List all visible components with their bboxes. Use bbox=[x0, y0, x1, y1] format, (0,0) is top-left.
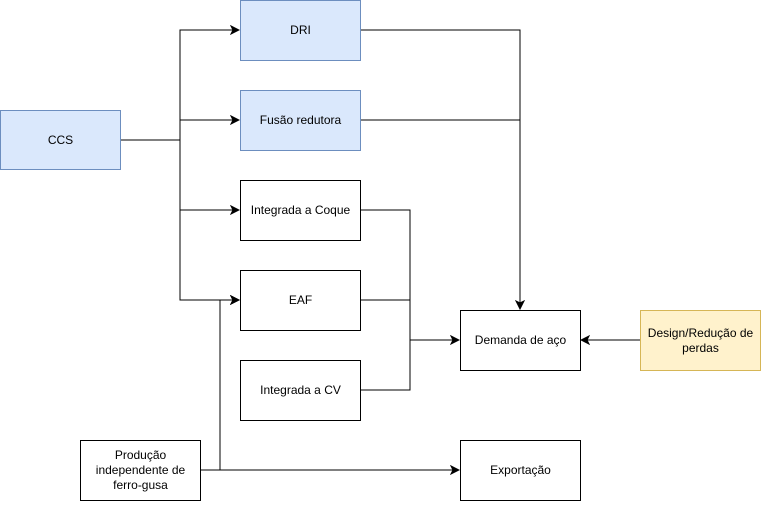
node-eaf-label: EAF bbox=[288, 293, 313, 307]
node-demanda-aco[interactable]: Demanda de aço bbox=[460, 310, 581, 371]
node-eaf[interactable]: EAF bbox=[240, 270, 361, 331]
node-integrada-cv-label: Integrada a CV bbox=[260, 383, 341, 397]
node-producao-ferro-gusa-label: Produção independente de ferro-gusa bbox=[95, 448, 186, 492]
node-fusao-redutora-label: Fusão redutora bbox=[259, 113, 342, 127]
edge-producao-eaf bbox=[200, 300, 239, 471]
edge-ccs-coque bbox=[179, 140, 239, 210]
edge-ccs-dri bbox=[179, 30, 239, 140]
node-demanda-aco-label: Demanda de aço bbox=[474, 333, 567, 347]
node-integrada-coque[interactable]: Integrada a Coque bbox=[240, 180, 361, 241]
node-design-reducao-label: Design/Redução de perdas bbox=[647, 325, 754, 355]
node-ccs[interactable]: CCS bbox=[0, 110, 121, 170]
node-integrada-coque-label: Integrada a Coque bbox=[250, 203, 351, 217]
node-dri-label: DRI bbox=[290, 23, 311, 37]
node-exportacao[interactable]: Exportação bbox=[460, 440, 581, 501]
node-ccs-label: CCS bbox=[47, 132, 74, 147]
edge-ccs-eaf bbox=[179, 210, 239, 300]
edge-dri-demanda bbox=[360, 29, 520, 309]
node-producao-ferro-gusa[interactable]: Produção independente de ferro-gusa bbox=[80, 440, 201, 501]
node-fusao-redutora[interactable]: Fusão redutora bbox=[240, 90, 361, 151]
node-dri[interactable]: DRI bbox=[240, 0, 361, 61]
node-integrada-cv[interactable]: Integrada a CV bbox=[240, 360, 361, 421]
node-design-reducao[interactable]: Design/Redução de perdas bbox=[640, 310, 761, 371]
node-exportacao-label: Exportação bbox=[490, 463, 551, 477]
